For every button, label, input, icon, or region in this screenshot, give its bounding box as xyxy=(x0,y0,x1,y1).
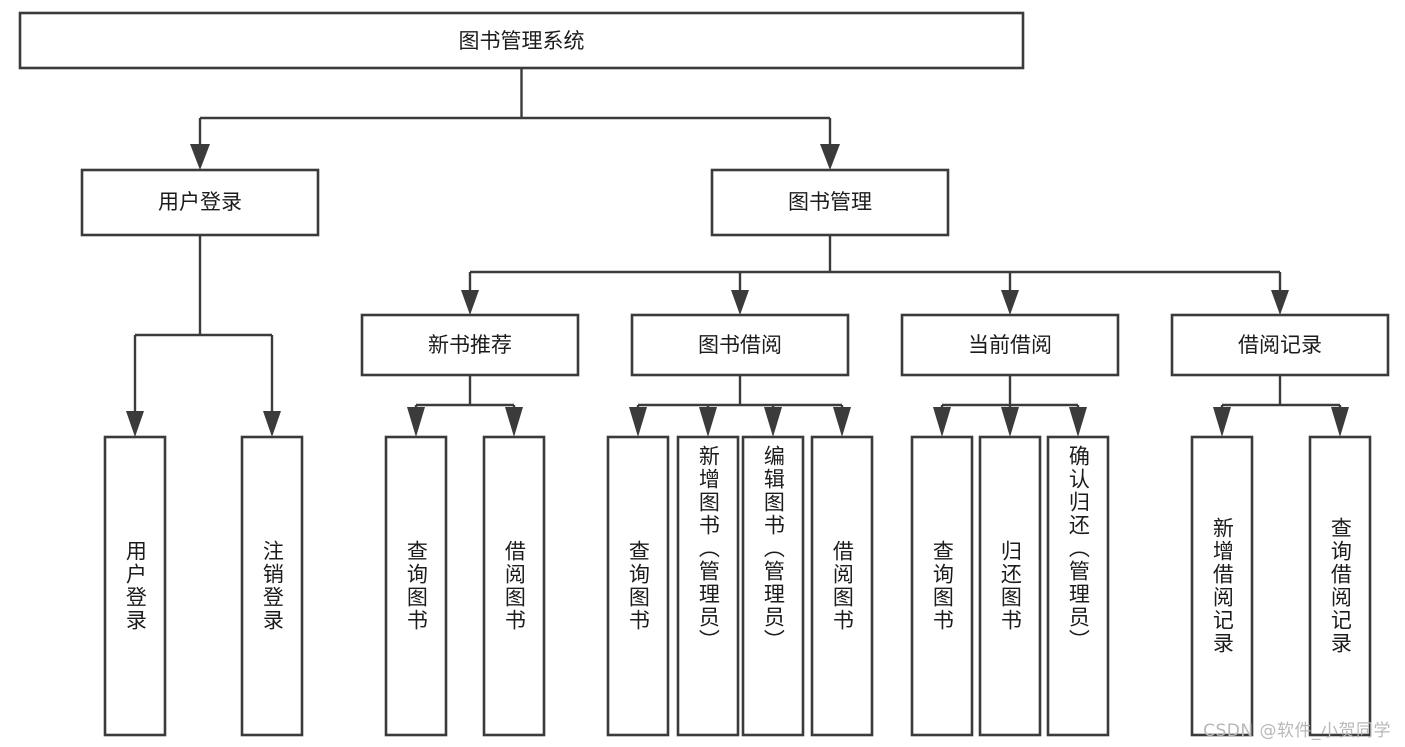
arrow-to-leaf-query-record xyxy=(1331,407,1349,437)
node-label-book-manage: 图书管理 xyxy=(788,190,872,214)
node-box-leaf-query-book-3[interactable] xyxy=(910,435,974,737)
arrow-to-new-book-recommend xyxy=(461,290,479,315)
arrow-to-leaf-add-record xyxy=(1213,407,1231,437)
arrow-root-to-book-manage xyxy=(820,144,840,170)
node-box-book-manage[interactable] xyxy=(710,168,950,237)
arrow-to-leaf-edit-book xyxy=(764,407,782,437)
node-box-leaf-confirm-return[interactable] xyxy=(1046,435,1110,737)
node-box-leaf-return-book[interactable] xyxy=(978,435,1042,737)
arrow-root-to-user-login xyxy=(190,144,210,170)
node-layer: 图书管理系统 用户登录 图书管理 新书推荐 图书借阅 当前借阅 借阅记录 xyxy=(18,11,1390,737)
arrow-to-leaf-query-book-2 xyxy=(629,407,647,437)
node-label-current-borrow: 当前借阅 xyxy=(968,333,1052,357)
node-box-leaf-borrow-book-1[interactable] xyxy=(482,435,546,737)
node-label-new-book-recommend: 新书推荐 xyxy=(428,333,512,357)
node-box-leaf-query-book-2[interactable] xyxy=(606,435,670,737)
node-box-user-login[interactable] xyxy=(80,168,320,237)
arrow-to-book-borrow xyxy=(731,290,749,315)
arrow-to-leaf-query-book-3 xyxy=(933,407,951,437)
node-label-user-login: 用户登录 xyxy=(158,190,242,214)
node-box-leaf-borrow-book-2[interactable] xyxy=(810,435,874,737)
node-box-root[interactable] xyxy=(18,11,1025,70)
connector-layer xyxy=(126,68,1349,437)
node-label-book-borrow: 图书借阅 xyxy=(698,333,782,357)
node-box-leaf-user-login[interactable] xyxy=(103,435,167,737)
arrow-to-borrow-record xyxy=(1271,290,1289,315)
node-box-current-borrow[interactable] xyxy=(900,313,1120,377)
watermark-text: CSDN @软件_小贺同学 xyxy=(1203,721,1391,741)
node-box-book-borrow[interactable] xyxy=(630,313,850,377)
arrow-to-current-borrow xyxy=(1001,290,1019,315)
node-box-leaf-query-record[interactable] xyxy=(1308,435,1372,737)
node-box-leaf-query-book-1[interactable] xyxy=(384,435,448,737)
node-label-borrow-record: 借阅记录 xyxy=(1238,333,1322,357)
node-label-root: 图书管理系统 xyxy=(459,29,585,53)
arrow-to-leaf-add-book xyxy=(699,407,717,437)
arrow-to-leaf-return-book xyxy=(1001,407,1019,437)
arrow-to-leaf-query-book-1 xyxy=(407,407,425,437)
node-box-borrow-record[interactable] xyxy=(1170,313,1390,377)
arrow-to-leaf-confirm-return xyxy=(1069,407,1087,437)
node-box-leaf-add-book[interactable] xyxy=(676,435,740,737)
arrow-to-leaf-borrow-book-2 xyxy=(833,407,851,437)
node-box-leaf-user-logout[interactable] xyxy=(240,435,304,737)
node-box-new-book-recommend[interactable] xyxy=(360,313,580,377)
node-box-leaf-add-record[interactable] xyxy=(1190,435,1254,737)
arrow-to-leaf-user-logout xyxy=(263,411,281,437)
node-box-leaf-edit-book[interactable] xyxy=(741,435,805,737)
arrow-to-leaf-borrow-book-1 xyxy=(505,407,523,437)
arrow-to-leaf-user-login xyxy=(126,411,144,437)
